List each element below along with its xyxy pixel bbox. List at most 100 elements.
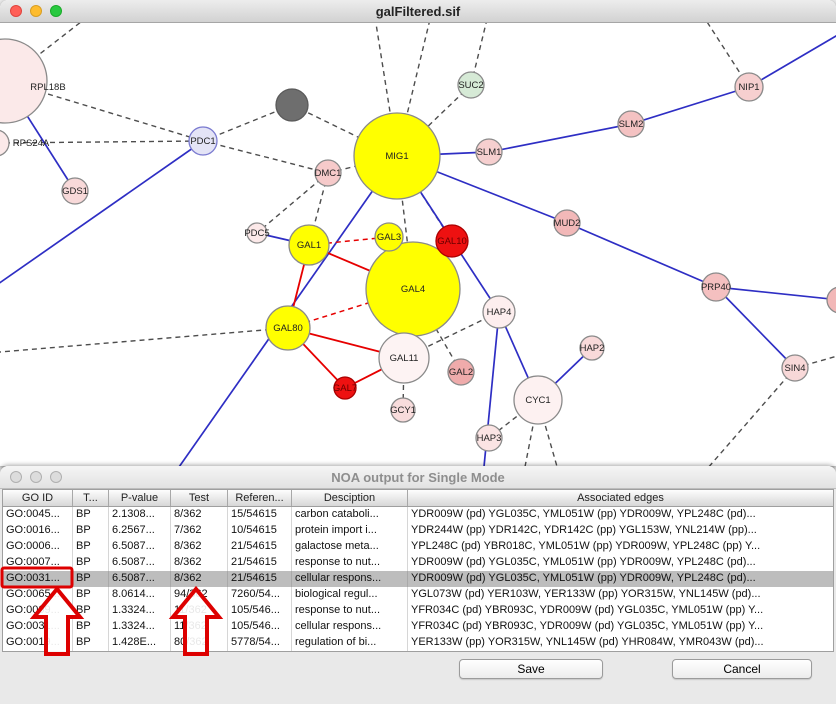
edge-nip1-offscreen[interactable] [748, 29, 836, 88]
edge-sin4-offscreen[interactable] [700, 367, 796, 466]
window-controls [10, 5, 62, 17]
zoom-button[interactable] [50, 471, 62, 483]
zoom-button[interactable] [50, 5, 62, 17]
node-nip1[interactable] [734, 72, 764, 102]
table-cell: 11/362 [171, 603, 228, 619]
column-header-0[interactable]: GO ID [3, 490, 73, 506]
node-hap2[interactable] [579, 335, 605, 361]
column-header-6[interactable]: Associated edges [577, 492, 664, 504]
edge-gray1-mig1[interactable] [291, 104, 398, 157]
minimize-button[interactable] [30, 5, 42, 17]
edge-prp40-sin4[interactable] [715, 286, 796, 369]
node-pdc5[interactable] [246, 222, 268, 244]
column-header-4[interactable]: Referen... [228, 490, 292, 506]
cancel-button[interactable]: Cancel [672, 659, 812, 679]
edge-mig1-offscreen[interactable] [374, 23, 398, 157]
edge-mud2-prp40[interactable] [566, 222, 717, 288]
node-gal3[interactable] [374, 222, 404, 252]
network-window-title: galFiltered.sif [375, 3, 461, 19]
table-cell: GO:0016... [3, 523, 73, 539]
column-header-2[interactable]: P-value [109, 490, 171, 506]
node-sin4[interactable] [781, 354, 809, 382]
node-gal7[interactable] [333, 376, 357, 400]
node-label-hap3: HAP3 [477, 433, 502, 444]
node-rpl18b[interactable] [0, 38, 48, 124]
node-hap3[interactable] [475, 424, 503, 452]
node-gal10[interactable] [435, 224, 469, 258]
node-label-mud2: MUD2 [554, 218, 581, 229]
table-cell: BP [73, 555, 109, 571]
column-header-5[interactable]: Desciption [292, 490, 408, 506]
column-header-1[interactable]: T... [73, 490, 109, 506]
window-controls [10, 471, 62, 483]
edge-pdc1-offscreen[interactable] [0, 140, 204, 291]
table-cell: 8/362 [171, 539, 228, 555]
node-mud2[interactable] [553, 209, 581, 237]
table-cell: GO:0031... [3, 571, 73, 587]
edge-gal2-gal4[interactable] [412, 288, 462, 373]
node-mig1[interactable] [353, 112, 441, 200]
table-cell: GO:0065... [3, 587, 73, 603]
table-cell: BP [73, 603, 109, 619]
save-button[interactable]: Save [459, 659, 603, 679]
minimize-button[interactable] [30, 471, 42, 483]
edge-gal80-offscreen[interactable] [0, 327, 289, 353]
node-rps24a[interactable] [0, 129, 10, 157]
edge-slm1-slm2[interactable] [488, 123, 632, 153]
close-button[interactable] [10, 5, 22, 17]
table-cell: 105/546... [228, 603, 292, 619]
edge-rpl18b-pdc1[interactable] [4, 80, 204, 142]
node-gal80[interactable] [265, 305, 311, 351]
table-cell: YDR009W (pd) YGL035C, YML051W (pp) YDR00… [411, 556, 756, 568]
node-hap4[interactable] [482, 295, 516, 329]
table-cell: carbon cataboli... [292, 507, 408, 523]
node-gal11[interactable] [378, 332, 430, 384]
edge-slm2-nip1[interactable] [630, 86, 750, 125]
node-gray1[interactable] [275, 88, 309, 122]
node-slm2[interactable] [617, 110, 645, 138]
node-gcy1[interactable] [390, 397, 416, 423]
table-cell: 80/362 [171, 635, 228, 651]
network-window-titlebar[interactable]: galFiltered.sif [0, 0, 836, 23]
edge-rps24a-pdc1[interactable] [0, 140, 204, 144]
noa-window-titlebar[interactable]: NOA output for Single Mode [0, 466, 836, 489]
node-pdc1[interactable] [188, 126, 218, 156]
edge-pdc1-dmc1[interactable] [202, 140, 329, 174]
node-slm1[interactable] [475, 138, 503, 166]
edge-prp40-edge1[interactable] [715, 286, 836, 301]
node-prp40[interactable] [701, 272, 731, 302]
edge-mig1-offscreen[interactable] [396, 23, 432, 157]
node-label-rpl18b: RPL18B [30, 82, 65, 93]
node-gal2[interactable] [447, 358, 475, 386]
edge-nip1-offscreen[interactable] [700, 23, 750, 88]
table-cell: YDR009W (pd) YGL035C, YML051W (pp) YDR00… [411, 508, 756, 520]
column-header-3[interactable]: Test [171, 490, 228, 506]
table-cell: 8.0614... [109, 587, 171, 603]
edge-dmc1-pdc5[interactable] [256, 172, 329, 234]
table-cell: 6.5087... [109, 555, 171, 571]
node-label-nip1: NIP1 [738, 82, 759, 93]
close-button[interactable] [10, 471, 22, 483]
table-cell: 21/54615 [228, 555, 292, 571]
node-gds1[interactable] [61, 177, 89, 205]
node-edge1[interactable] [826, 286, 836, 314]
node-suc2[interactable] [457, 71, 485, 99]
node-gal1[interactable] [288, 224, 330, 266]
node-cyc1[interactable] [513, 375, 563, 425]
edge-pdc1-gray1[interactable] [202, 104, 293, 142]
table-cell: BP [73, 587, 109, 603]
table-cell: protein import i... [292, 523, 408, 539]
node-dmc1[interactable] [314, 159, 342, 187]
